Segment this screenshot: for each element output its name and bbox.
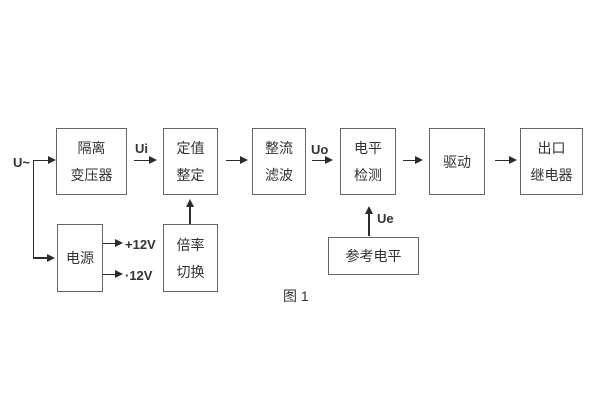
- block-level-detection-line1: 电平: [354, 140, 382, 156]
- ui-signal-label: Ui: [135, 141, 148, 156]
- block-output-relay: 出口 继电器: [520, 128, 583, 195]
- block-drive-label: 驱动: [443, 153, 471, 170]
- connector-reference-level-line: [368, 214, 370, 236]
- connector-rectifier-level-line: [312, 159, 325, 161]
- figure-caption: 图 1: [283, 288, 309, 304]
- block-isolation-transformer: 隔离 变压器: [56, 128, 127, 195]
- block-reference-level: 参考电平: [328, 237, 419, 275]
- supply-positive-label: +12V: [125, 237, 156, 252]
- block-ratio-switch-line1: 倍率: [176, 236, 205, 253]
- connector-setting-rectifier-arrowhead-icon: [240, 156, 248, 165]
- uo-signal-label: Uo: [311, 142, 329, 157]
- block-isolation-transformer-line2: 变压器: [70, 167, 113, 183]
- connector-transformer-setting-arrowhead-icon: [149, 156, 157, 165]
- block-rectifier-filter-line1: 整流: [265, 140, 293, 156]
- connector-input-power-line: [33, 257, 47, 259]
- connector-level-drive-line: [403, 159, 415, 161]
- block-level-detection: 电平 检测: [340, 128, 396, 195]
- connector-rectifier-level-arrowhead-icon: [325, 156, 333, 165]
- connector-reference-level-arrowhead-icon: [364, 206, 373, 214]
- block-setting: 定值 整定: [163, 128, 218, 195]
- block-power-supply-label: 电源: [66, 250, 94, 266]
- input-branch-line: [32, 160, 34, 258]
- connector-level-drive-arrowhead-icon: [415, 156, 423, 165]
- block-rectifier-filter: 整流 滤波: [252, 128, 306, 195]
- connector-power-neg12-line: [103, 273, 115, 275]
- connector-power-pos12-arrowhead-icon: [115, 239, 123, 248]
- block-level-detection-line2: 检测: [354, 167, 382, 183]
- connector-drive-relay-line: [495, 159, 509, 161]
- connector-input-transformer-line: [33, 159, 48, 161]
- block-setting-line2: 整定: [176, 167, 205, 183]
- input-voltage-label: U~: [13, 155, 30, 170]
- supply-negative-label: ·12V: [125, 268, 153, 283]
- connector-drive-relay-arrowhead-icon: [509, 156, 517, 165]
- connector-power-neg12-arrowhead-icon: [115, 270, 123, 279]
- connector-setting-rectifier-line: [226, 159, 240, 161]
- block-reference-level-label: 参考电平: [345, 248, 402, 264]
- connector-input-power-arrowhead-icon: [47, 254, 55, 262]
- block-output-relay-line2: 继电器: [530, 167, 573, 183]
- block-isolation-transformer-line1: 隔离: [77, 140, 106, 156]
- block-setting-line1: 定值: [176, 140, 205, 156]
- block-ratio-switch-line2: 切换: [176, 263, 205, 280]
- connector-power-pos12-line: [103, 242, 115, 244]
- connector-ratio-setting-line: [189, 207, 191, 224]
- block-power-supply: 电源: [57, 224, 103, 292]
- block-ratio-switch: 倍率 切换: [163, 224, 218, 292]
- connector-input-transformer-arrowhead-icon: [48, 156, 56, 165]
- connector-ratio-setting-arrowhead-icon: [186, 199, 194, 207]
- block-output-relay-line1: 出口: [537, 140, 566, 156]
- connector-transformer-setting-line: [134, 159, 149, 161]
- block-drive: 驱动: [429, 128, 485, 195]
- block-rectifier-filter-line2: 滤波: [265, 167, 293, 183]
- ue-signal-label: Ue: [377, 211, 394, 226]
